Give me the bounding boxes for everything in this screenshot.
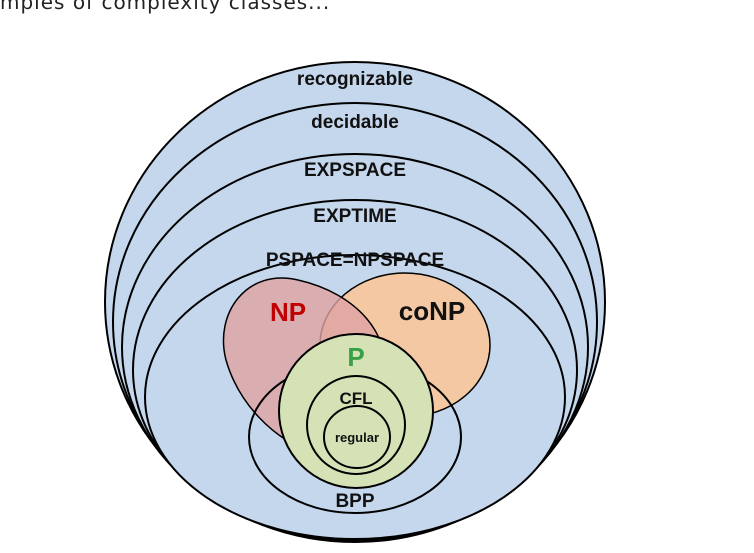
expspace-label: EXPSPACE: [304, 160, 406, 181]
exptime-label: EXPTIME: [313, 206, 396, 227]
decidable-label: decidable: [311, 112, 399, 133]
page-heading: mples of complexity classes...: [0, 0, 331, 14]
np-label: NP: [270, 297, 306, 327]
regular-label: regular: [335, 430, 379, 445]
p-label: P: [347, 342, 364, 372]
recognizable-label: recognizable: [297, 69, 413, 90]
pspace-label: PSPACE=NPSPACE: [266, 250, 444, 271]
cfl-label: CFL: [339, 389, 372, 408]
conp-label: coNP: [399, 296, 465, 326]
bpp-label: BPP: [335, 491, 374, 512]
regular-region: [323, 405, 391, 469]
